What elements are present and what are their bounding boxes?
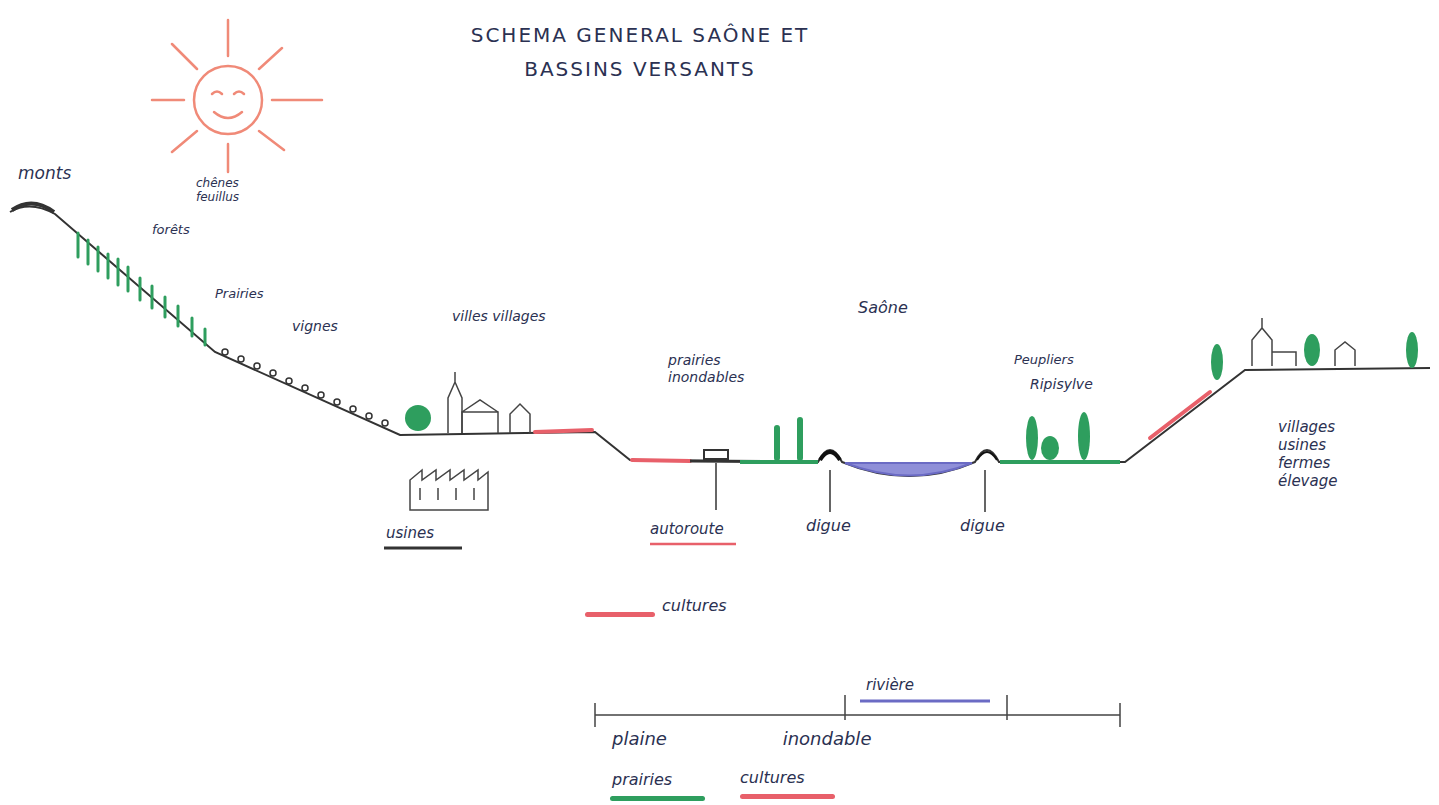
annotation-label: forêts: [152, 222, 190, 238]
legend-swatch: [585, 612, 655, 617]
annotation-label: villages usines fermes élevage: [1278, 418, 1368, 490]
annotation-label: autoroute: [650, 520, 724, 538]
annotation-label: chênes feuillus: [196, 176, 276, 205]
annotation-label: vignes: [292, 318, 338, 335]
legend-swatch: [740, 794, 835, 799]
legend-text: cultures: [740, 768, 805, 787]
diagram-title: SCHEMA GENERAL SAÔNE ET BASSINS VERSANTS: [430, 18, 850, 86]
annotation-label: Peupliers: [1014, 352, 1074, 368]
legend-swatch: [610, 796, 705, 801]
annotation-label: plaine inondable: [612, 728, 952, 750]
annotation-label: villes villages: [452, 308, 582, 325]
annotation-label: digue: [960, 516, 1005, 535]
annotation-label: Prairies: [215, 286, 264, 302]
annotation-label: Ripisylve: [1030, 376, 1093, 393]
annotation-label: digue: [806, 516, 851, 535]
annotation-label: prairies inondables: [668, 352, 778, 386]
annotation-label: rivière: [866, 676, 914, 694]
annotation-label: monts: [18, 163, 71, 183]
legend-text: cultures: [662, 596, 727, 615]
annotation-label: Saône: [858, 298, 908, 317]
annotation-label: usines: [386, 524, 434, 542]
legend-text: prairies: [612, 770, 672, 789]
